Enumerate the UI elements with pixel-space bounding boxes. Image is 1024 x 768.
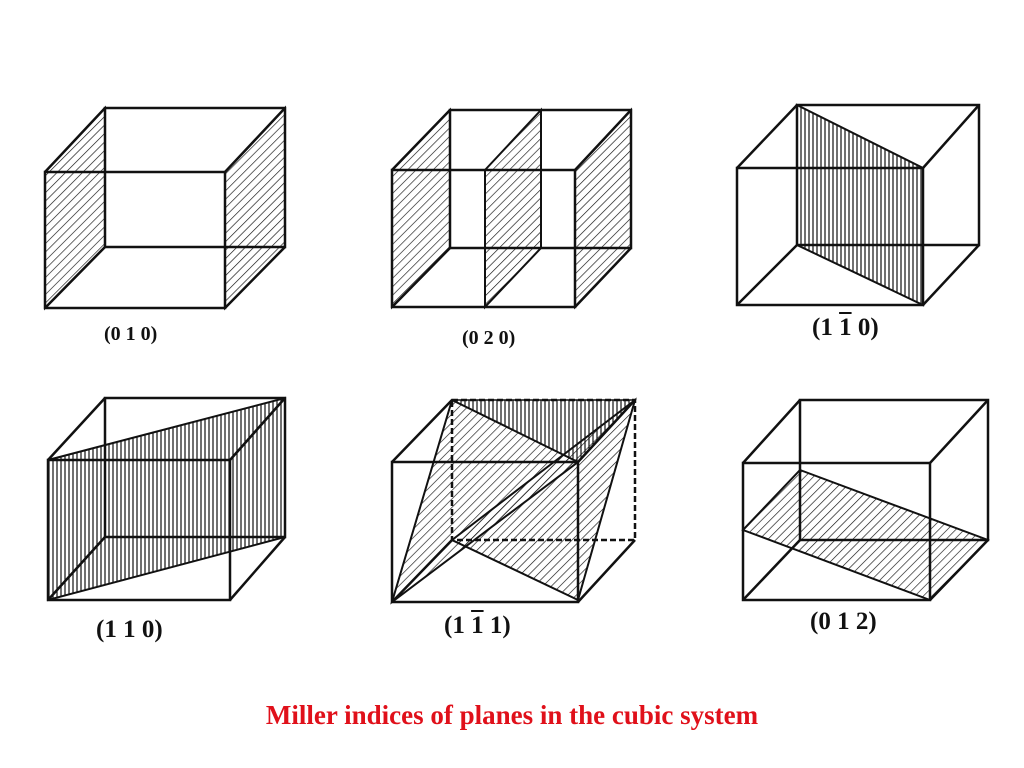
label-110: (1 1 0): [96, 616, 163, 643]
cube-1-bar1-0: [735, 103, 981, 307]
cube-010: [43, 105, 287, 311]
figure-caption: Miller indices of planes in the cubic sy…: [265, 700, 759, 730]
label-010: (0 1 0): [104, 323, 158, 345]
cube-1-bar1-1: [390, 397, 637, 605]
label-012: (0 1 2): [810, 608, 877, 635]
cube-110: [46, 396, 287, 602]
cube-020: [390, 107, 633, 310]
label-1-bar1-1: (1 1 1): [444, 612, 511, 639]
label-020: (0 2 0): [462, 327, 516, 349]
label-1-bar1-0: (1 1 0): [812, 314, 879, 341]
cube-012: [741, 398, 990, 602]
